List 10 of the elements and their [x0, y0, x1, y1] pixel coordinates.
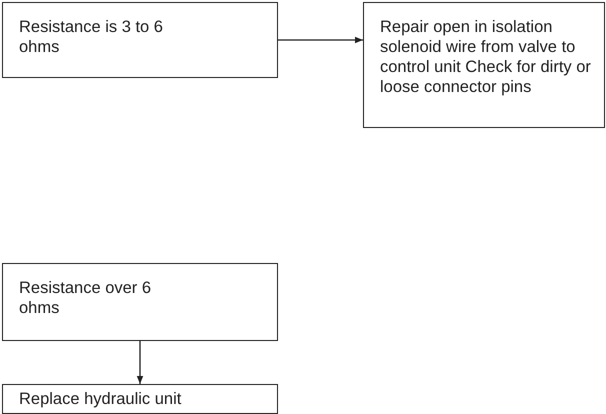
box-text: Resistance is 3 to 6 ohms — [19, 17, 164, 57]
box-text: Replace hydraulic unit — [19, 389, 182, 409]
arrow — [136, 341, 144, 384]
arrow — [278, 36, 363, 44]
box-text: Resistance over 6 ohms — [19, 278, 152, 318]
box-text: Repair open in isolation solenoid wire from valve to control unit Check for dirty or loose connector pins — [380, 17, 592, 97]
process-box — [363, 2, 605, 128]
process-box — [2, 384, 278, 414]
process-box — [2, 263, 278, 341]
process-box — [2, 2, 278, 78]
